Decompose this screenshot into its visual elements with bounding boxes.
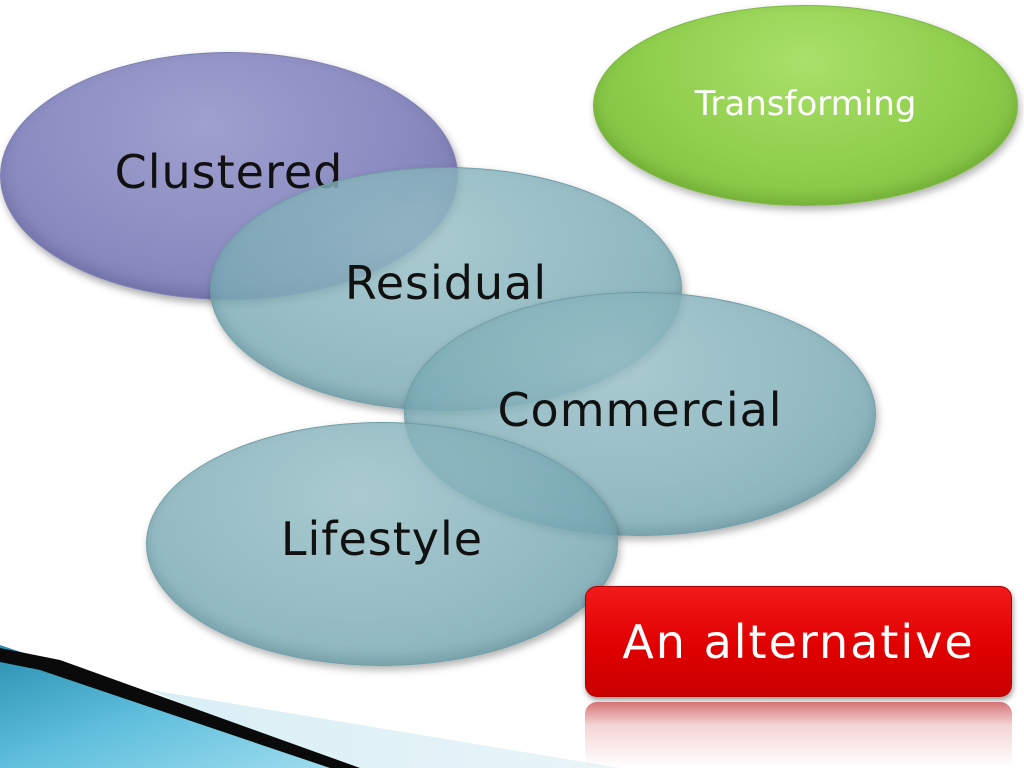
ellipse-label-clustered: Clustered <box>114 145 344 199</box>
ellipse-label-lifestyle: Lifestyle <box>280 512 484 566</box>
ellipse-transforming: Transforming <box>593 5 1018 206</box>
alternative-callout-box: An alternative <box>585 586 1012 697</box>
ellipse-label-residual: Residual <box>344 256 548 310</box>
swoosh-dark-stroke <box>0 648 360 768</box>
alternative-callout-label: An alternative <box>622 614 975 669</box>
ellipse-label-transforming: Transforming <box>694 84 917 124</box>
ellipse-lifestyle: Lifestyle <box>146 422 618 666</box>
swoosh-pale-band <box>150 690 620 768</box>
ellipse-label-commercial: Commercial <box>497 383 783 437</box>
alternative-callout-reflection <box>585 702 1012 768</box>
